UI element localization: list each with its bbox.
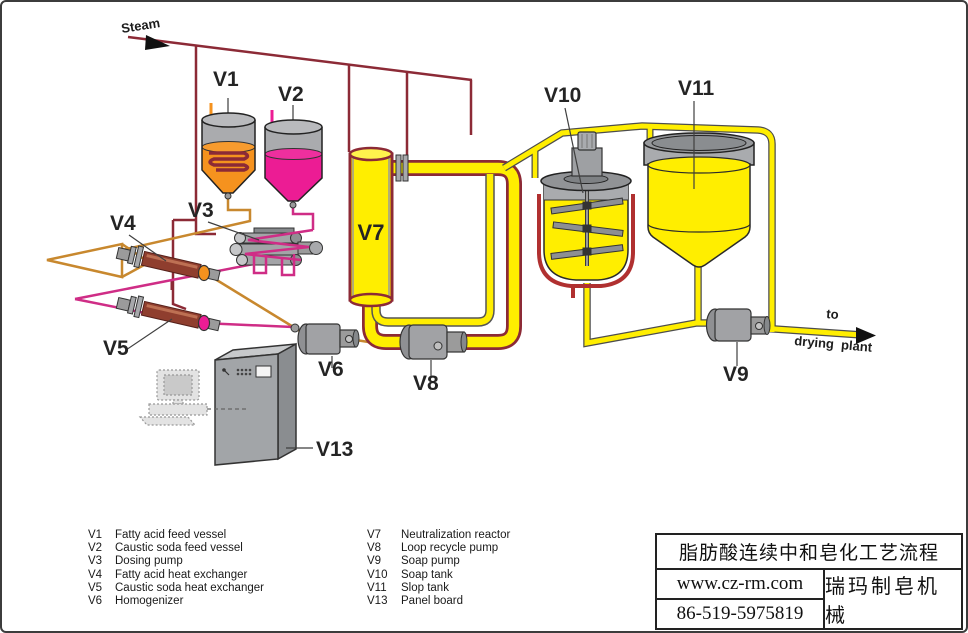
v10-jacket: [537, 194, 635, 288]
v3-dosing-lines: [244, 228, 314, 277]
legend-desc: Fatty acid feed vessel: [115, 529, 227, 541]
v10-soap-tank: [537, 131, 635, 298]
v9-label: V9: [723, 363, 749, 386]
v8-label: V8: [413, 372, 439, 395]
v1-fatty-acid-feed-vessel: [201, 98, 256, 200]
company-website: www.cz-rm.com: [657, 570, 823, 600]
v3-label: V3: [188, 199, 214, 222]
v3-dosing-pump: [229, 227, 323, 277]
legend-right-column: V7 Neutralization reactor V8 Loop recycle …: [367, 529, 510, 608]
recycle-loop-pipe: [362, 160, 522, 350]
v13-panel-board: [214, 342, 297, 466]
legend-desc: Homogenizer: [115, 595, 184, 608]
v5-label: V5: [103, 337, 129, 360]
legend-item: V8 Loop recycle pump: [367, 542, 510, 555]
v4-fatty-acid-heat-exchanger: [115, 245, 221, 282]
legend-item: V7 Neutralization reactor: [367, 529, 510, 542]
legend-code: V6: [88, 595, 103, 608]
legend-item: V2 Caustic soda feed vessel: [88, 542, 264, 555]
v1-heating-coil: [208, 151, 250, 172]
legend-code: V1: [88, 529, 103, 541]
legend-desc: Soap pump: [401, 555, 460, 568]
legend-item: V10 Soap tank: [367, 569, 510, 582]
steam-label: Steam: [120, 15, 161, 36]
legend-desc: Fatty acid heat exchanger: [115, 568, 248, 581]
v11-slop-tank: [643, 132, 755, 268]
legend-desc: Caustic soda feed vessel: [115, 542, 243, 555]
to-drying-note-1: to: [826, 306, 840, 322]
legend-code: V13: [367, 595, 388, 608]
v2-caustic-soda-feed-vessel: [264, 105, 323, 209]
v6-label: V6: [318, 358, 344, 381]
legend-item: V5 Caustic soda heat exchanger: [88, 582, 264, 595]
legend-item: V4 Fatty acid heat exchanger: [88, 569, 264, 582]
legend-code: V10: [367, 568, 388, 581]
v13-label: V13: [316, 438, 353, 461]
legend-code: V7: [367, 529, 382, 541]
v5-caustic-soda-heat-exchanger: [115, 295, 221, 332]
leader-lines: [125, 101, 738, 449]
v7-neutralization-reactor: V7: [348, 146, 394, 308]
legend-desc: Slop tank: [401, 581, 449, 594]
legend-item: V13 Panel board: [367, 595, 510, 608]
legend-desc: Caustic soda heat exchanger: [115, 581, 264, 594]
v8-loop-recycle-pump: [399, 324, 468, 360]
legend-desc: Soap tank: [401, 568, 453, 581]
v2-label: V2: [278, 83, 304, 106]
legend-code: V11: [367, 581, 387, 594]
legend-item: V11 Slop tank: [367, 582, 510, 595]
legend-item: V1 Fatty acid feed vessel: [88, 529, 264, 542]
v10-agitator-motor: [571, 131, 603, 177]
steam-pipes: [127, 35, 473, 311]
legend-code: V5: [88, 581, 103, 594]
legend-desc: Neutralization reactor: [401, 529, 511, 541]
legend-code: V3: [88, 555, 103, 568]
v6-homogenizer-pump: [297, 323, 360, 355]
steam-arrow-icon: [145, 35, 170, 50]
legend-code: V9: [367, 555, 382, 568]
legend-item: V9 Soap pump: [367, 555, 510, 568]
panel-display: [255, 365, 272, 378]
legend-desc: Loop recycle pump: [401, 542, 499, 555]
legend-desc: Dosing pump: [115, 555, 183, 568]
drying-plant-arrow-icon: [856, 327, 876, 344]
v9-soap-pump: [705, 308, 771, 342]
steam-flange: [395, 154, 409, 182]
v4-label: V4: [110, 212, 136, 235]
v7-label: V7: [358, 220, 385, 245]
legend-code: V2: [88, 542, 103, 555]
title-block: 脂肪酸连续中和皂化工艺流程 www.cz-rm.com 86-519-59758…: [655, 533, 963, 630]
v11-label: V11: [678, 77, 715, 100]
v6-inlet-valve: [290, 323, 300, 333]
process-title: 脂肪酸连续中和皂化工艺流程: [657, 535, 961, 570]
panel-buttons: [236, 368, 252, 376]
legend-item: V6 Homogenizer: [88, 595, 264, 608]
legend-item: V3 Dosing pump: [88, 555, 264, 568]
company-name: 瑞玛制皂机械: [825, 576, 940, 627]
legend-desc: Panel board: [401, 595, 464, 608]
v10-agitator-paddles: [550, 197, 624, 260]
company-phone: 86-519-5975819: [676, 603, 804, 624]
v1-label: V1: [213, 68, 239, 91]
v10-label: V10: [544, 84, 581, 107]
to-drying-note-2: drying plant: [794, 333, 874, 355]
legend-code: V8: [367, 542, 382, 555]
legend-code: V4: [88, 568, 103, 581]
control-computer: [138, 369, 208, 426]
